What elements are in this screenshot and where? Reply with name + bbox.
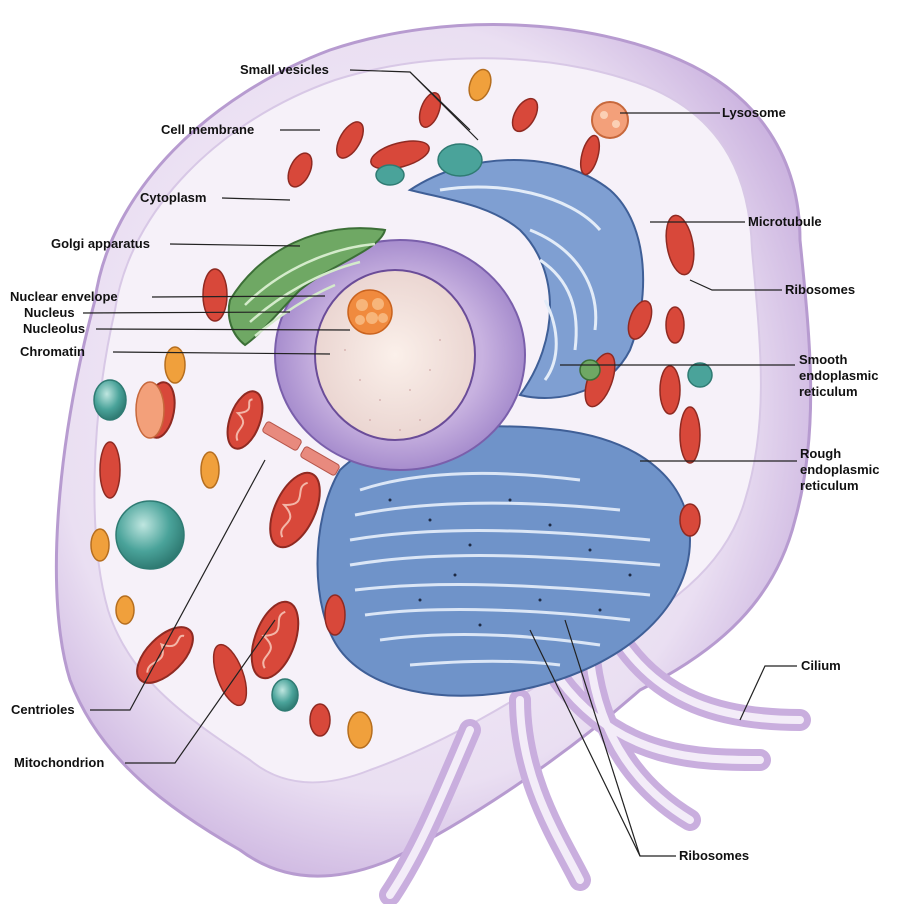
label-ribosomes-top: Ribosomes <box>785 282 855 298</box>
label-centrioles: Centrioles <box>11 702 75 718</box>
nucleus-shape <box>315 270 475 440</box>
label-cell-membrane: Cell membrane <box>161 122 254 138</box>
label-mitochondrion: Mitochondrion <box>14 755 104 771</box>
label-nucleus: Nucleus <box>24 305 75 321</box>
label-nuclear-envelope: Nuclear envelope <box>10 289 118 305</box>
label-golgi-apparatus: Golgi apparatus <box>51 236 150 252</box>
lysosome-shape <box>592 102 628 138</box>
label-cilium: Cilium <box>801 658 841 674</box>
label-cytoplasm: Cytoplasm <box>140 190 206 206</box>
label-nucleolus: Nucleolus <box>23 321 85 337</box>
label-small-vesicles: Small vesicles <box>240 62 329 78</box>
label-smooth-er: Smooth endoplasmic reticulum <box>799 352 899 400</box>
label-ribosomes-bottom: Ribosomes <box>679 848 749 864</box>
nucleolus-shape <box>348 290 392 334</box>
label-rough-er: Rough endoplasmic reticulum <box>800 446 900 494</box>
label-chromatin: Chromatin <box>20 344 85 360</box>
label-microtubule: Microtubule <box>748 214 822 230</box>
label-lysosome: Lysosome <box>722 105 786 121</box>
